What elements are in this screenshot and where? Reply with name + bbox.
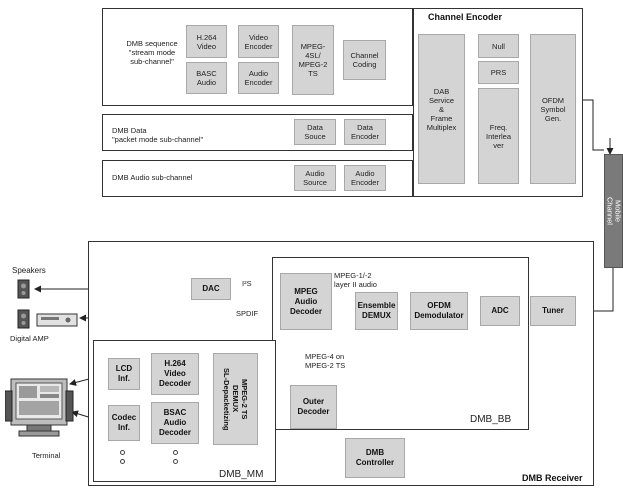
- dab-service-frame-multiplex-block: DAB Service & Frame Multiplex: [418, 34, 465, 184]
- port-circle: [120, 459, 125, 464]
- speaker-icon: [17, 309, 30, 329]
- mobile-channel-label: Mobile Channel: [605, 197, 623, 225]
- dac-block: DAC: [191, 278, 231, 300]
- port-circle: [120, 450, 125, 455]
- lcd-interface-block: LCD Inf.: [108, 358, 140, 390]
- mpeg4-ts-annotation: MPEG-4 on MPEG-2 TS: [305, 352, 346, 370]
- data-encoder-block: Data Encoder: [344, 119, 386, 145]
- ofdm-symbol-gen-block: OFDM Symbol Gen.: [530, 34, 576, 184]
- audio-subchannel-label: DMB Audio sub-channel: [112, 173, 193, 182]
- port-circle: [173, 450, 178, 455]
- speaker-icon: [17, 279, 30, 299]
- mpeg-layer-annotation: MPEG-1/-2 layer II audio: [334, 271, 377, 289]
- freq-interleaver-block: Freq. Interlea ver: [478, 88, 519, 184]
- channel-encoder-title: Channel Encoder: [428, 12, 503, 22]
- port-circle: [173, 459, 178, 464]
- ofdm-demodulator-block: OFDM Demodulator: [410, 292, 468, 330]
- audio-source-block: Audio Source: [294, 165, 336, 191]
- adc-block: ADC: [480, 296, 520, 326]
- video-encoder-block: Video Encoder: [238, 25, 279, 58]
- outer-decoder-block: Outer Decoder: [290, 385, 337, 429]
- packet-mode-label: DMB Data "packet mode sub-channel": [112, 126, 204, 144]
- mpeg4sl-ts-block: MPEG- 4SL/ MPEG-2 TS: [292, 25, 334, 95]
- null-symbol-block: Null: [478, 34, 519, 58]
- dmb-mm-label: DMB_MM: [219, 469, 264, 480]
- bsac-audio-decoder-block: BSAC Audio Decoder: [151, 402, 199, 444]
- ensemble-demux-block: Ensemble DEMUX: [355, 292, 398, 330]
- audio-encoder-block: Audio Encoder: [238, 62, 279, 94]
- mpeg-audio-decoder-block: MPEG Audio Decoder: [280, 273, 332, 330]
- dmb-controller-block: DMB Controller: [345, 438, 405, 478]
- i2s-annotation: I²S: [242, 279, 252, 288]
- digital-amp-label: Digital AMP: [10, 334, 49, 343]
- terminal-label: Terminal: [32, 451, 61, 460]
- prs-block: PRS: [478, 61, 519, 84]
- h264-video-source-block: H.264 Video: [186, 25, 227, 58]
- terminal-icon: [5, 378, 74, 437]
- bsac-audio-source-block: BASC Audio: [186, 62, 227, 94]
- mobile-channel-block: Mobile Channel: [604, 154, 623, 268]
- h264-video-decoder-block: H.264 Video Decoder: [151, 353, 199, 395]
- ts-demux-sl-depacketizing-block: MPEG-2 TS DEMUX SL-Depacketizing: [213, 353, 258, 445]
- speakers-label: Speakers: [12, 266, 46, 275]
- stream-mode-label: DMB sequence "stream mode sub-channel": [126, 39, 178, 66]
- data-source-block: Data Souce: [294, 119, 336, 145]
- ts-demux-label: MPEG-2 TS DEMUX SL-Depacketizing: [222, 367, 249, 431]
- channel-coding-block: Channel Coding: [343, 40, 386, 80]
- audio-encoder-2-block: Audio Encoder: [344, 165, 386, 191]
- dmb-receiver-title: DMB Receiver: [522, 473, 583, 483]
- spdif-annotation: SPDIF: [236, 309, 259, 318]
- codec-interface-block: Codec Inf.: [108, 405, 140, 441]
- tuner-block: Tuner: [530, 296, 576, 326]
- dmb-bb-label: DMB_BB: [470, 414, 512, 425]
- digital-amp-icon: [36, 313, 78, 327]
